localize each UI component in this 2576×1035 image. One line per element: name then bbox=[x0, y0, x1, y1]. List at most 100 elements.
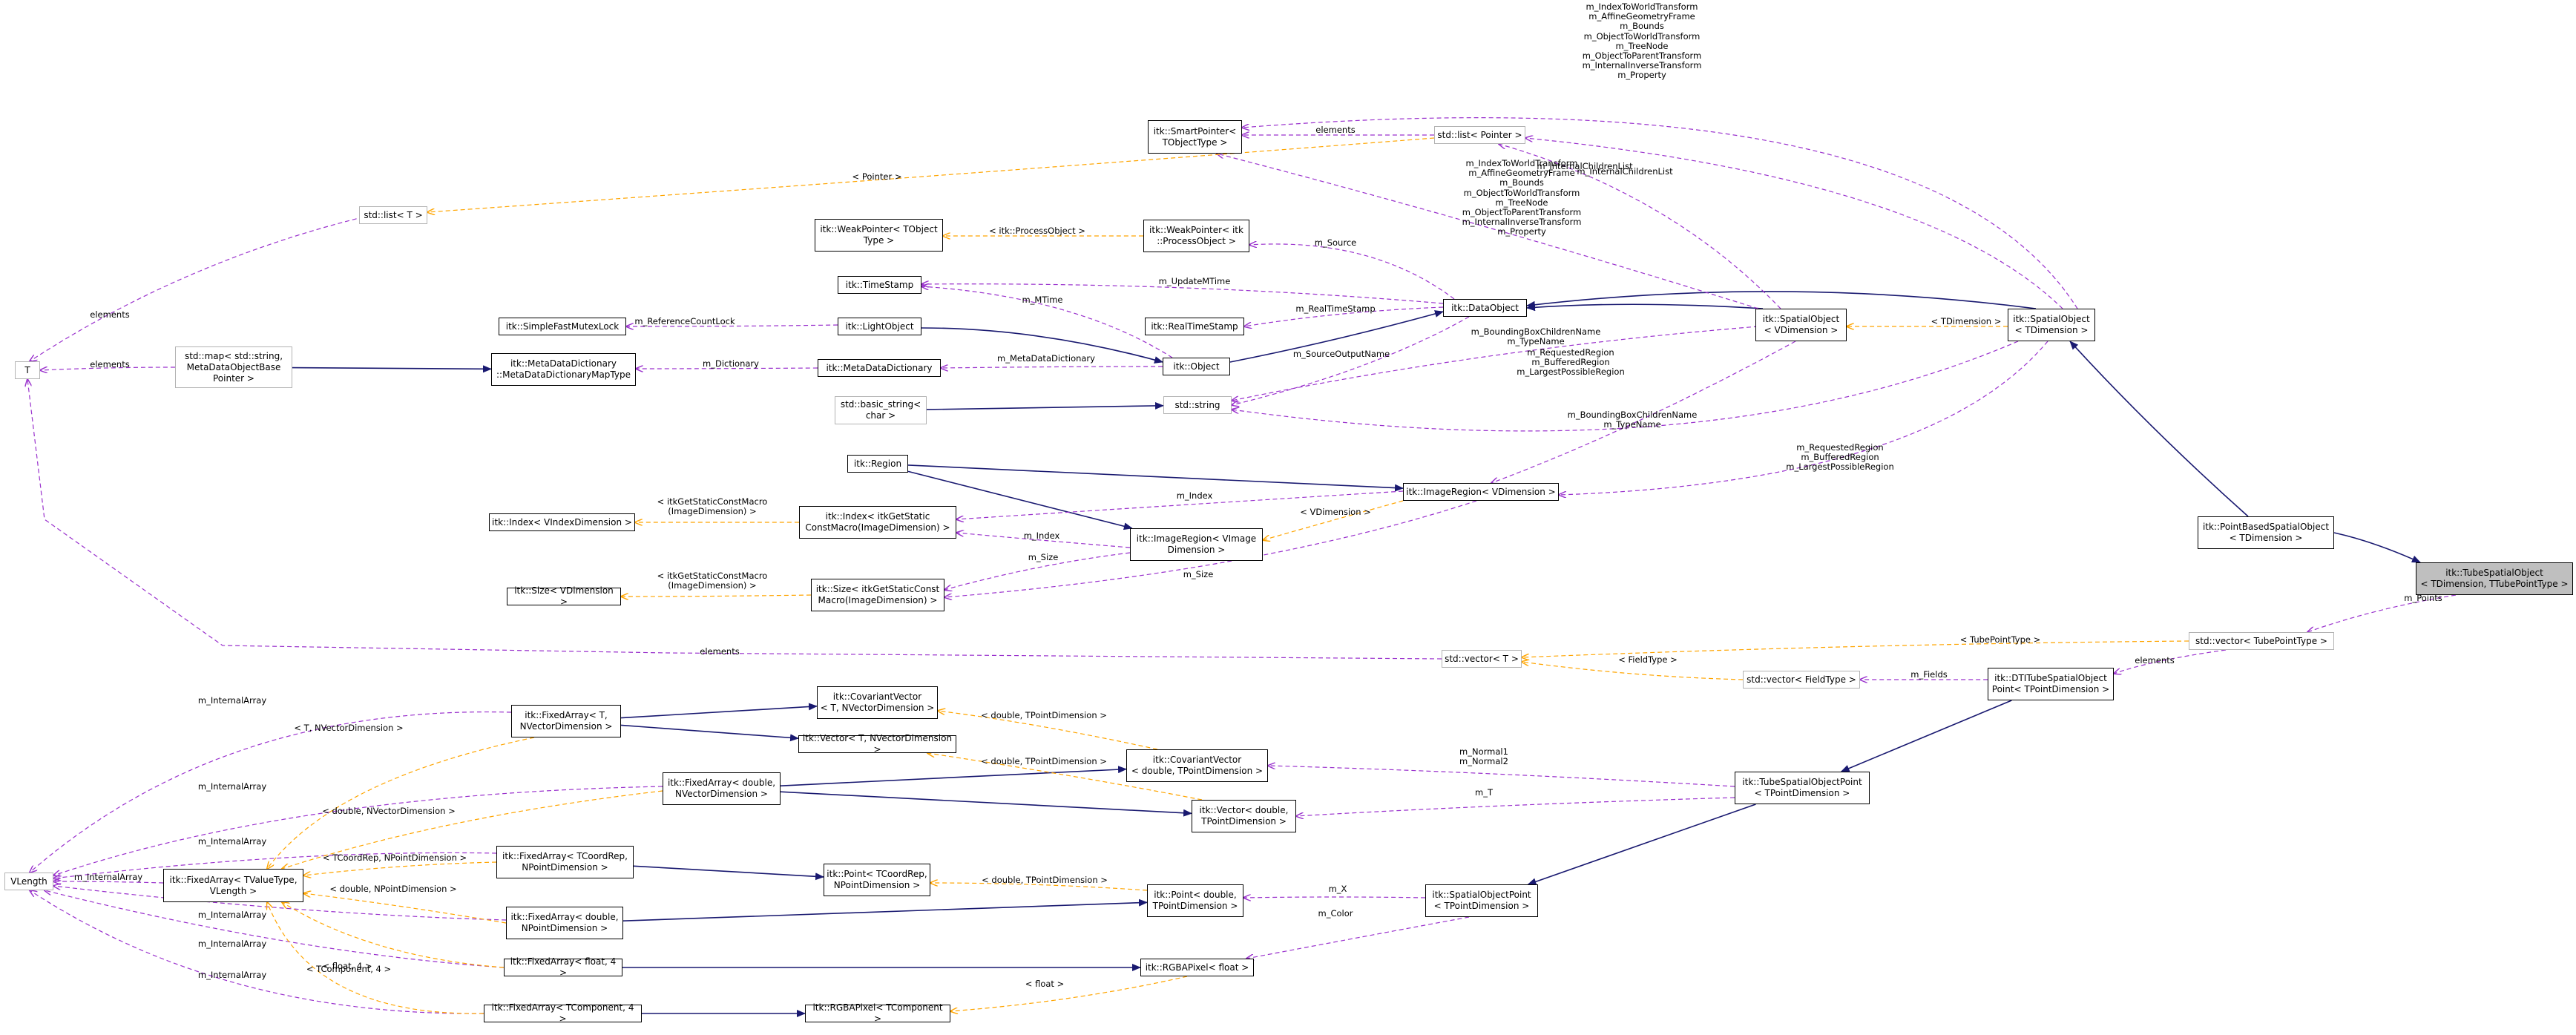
edge-label-t12: < float > bbox=[1025, 979, 1065, 989]
class-node-DataObject[interactable]: itk::DataObject bbox=[1443, 299, 1527, 317]
class-node-stdlistT[interactable]: std::list< T > bbox=[359, 206, 427, 224]
edge-usage-SpatialObjectT-to-stdstring bbox=[1232, 341, 2019, 432]
class-node-Object[interactable]: itk::Object bbox=[1163, 358, 1230, 375]
class-node-stdstring[interactable]: std::string bbox=[1163, 396, 1232, 414]
edge-template-SizeMacro-to-SizeV bbox=[621, 595, 812, 597]
edge-inheritance-FATNV-to-CovVecT bbox=[620, 703, 818, 719]
class-node-stdvectorField[interactable]: std::vector< FieldType > bbox=[1743, 671, 1860, 689]
class-node-PointD[interactable]: itk::Point< double, TPointDimension > bbox=[1147, 884, 1243, 917]
edge-usage-ImageRegionVI-to-IndexMacro bbox=[956, 533, 1131, 548]
class-node-WeakPointerPO[interactable]: itk::WeakPointer< itk ::ProcessObject > bbox=[1143, 220, 1249, 252]
edge-label-u8: elements bbox=[700, 646, 740, 657]
edge-label-u11: m_MTime bbox=[1022, 295, 1063, 305]
class-node-PointCoordRep[interactable]: itk::Point< TCoordRep, NPointDimension > bbox=[824, 864, 930, 896]
edge-label-u26: elements bbox=[2135, 655, 2175, 666]
class-node-basicstring[interactable]: std::basic_string< char > bbox=[835, 396, 927, 424]
edge-label-t7: < TubePointType > bbox=[1959, 634, 2041, 645]
edge-template-VectorD-to-VectorT bbox=[927, 753, 1203, 801]
edge-label-u33: m_InternalArray bbox=[197, 781, 267, 792]
edge-label-u7: elements bbox=[90, 359, 130, 369]
edge-template-CovVecD-to-CovVecT bbox=[938, 711, 1158, 750]
class-node-DTITubePoint[interactable]: itk::DTITubeSpatialObject Point< TPointD… bbox=[1988, 668, 2114, 700]
class-node-RGBATComp[interactable]: itk::RGBAPixel< TComponent > bbox=[805, 1002, 950, 1024]
edge-label-u17: m_BoundingBoxChildrenName m_TypeName bbox=[1471, 326, 1601, 347]
class-node-RealTimeStamp[interactable]: itk::RealTimeStamp bbox=[1145, 318, 1244, 335]
edge-label-u4: m_InternalChildrenList bbox=[1537, 161, 1633, 171]
class-node-stdvectorT[interactable]: std::vector< T > bbox=[1442, 650, 1522, 668]
class-node-SpatialObjectV[interactable]: itk::SpatialObject < VDimension > bbox=[1755, 309, 1847, 341]
class-node-FAValueType[interactable]: itk::FixedArray< TValueType, VLength > bbox=[163, 869, 303, 902]
class-node-stdmap[interactable]: std::map< std::string, MetaDataObjectBas… bbox=[175, 346, 292, 388]
class-node-RGBAfloat[interactable]: itk::RGBAPixel< float > bbox=[1140, 959, 1254, 976]
class-node-stdlistPointer[interactable]: std::list< Pointer > bbox=[1434, 126, 1525, 144]
class-node-WeakPointerT[interactable]: itk::WeakPointer< TObject Type > bbox=[815, 219, 943, 252]
class-node-VectorT[interactable]: itk::Vector< T, NVectorDimension > bbox=[798, 733, 956, 755]
class-node-MDD[interactable]: itk::MetaDataDictionary bbox=[818, 359, 941, 377]
edge-inheritance-FAdoubleNV-to-VectorD bbox=[780, 791, 1192, 817]
edge-inheritance-PointBasedSO-to-TubeSO bbox=[2333, 532, 2421, 563]
class-node-SmartPointer[interactable]: itk::SmartPointer< TObjectType > bbox=[1148, 120, 1242, 154]
class-node-IndexV[interactable]: itk::Index< VIndexDimension > bbox=[489, 513, 635, 531]
class-node-MDDMap[interactable]: itk::MetaDataDictionary ::MetaDataDictio… bbox=[491, 353, 636, 386]
class-node-PointBasedSO[interactable]: itk::PointBasedSpatialObject < TDimensio… bbox=[2198, 516, 2334, 549]
edge-usage-TubeSO-to-stdvectorTube bbox=[2307, 594, 2457, 632]
edge-label-u14: m_Dictionary bbox=[703, 358, 759, 369]
edge-inheritance-DataObject-to-SpatialObjectT bbox=[1526, 291, 2037, 309]
class-node-SimpleFastMutexLock[interactable]: itk::SimpleFastMutexLock bbox=[499, 318, 626, 335]
edge-inheritance-LightObject-to-Object bbox=[921, 327, 1163, 364]
edge-template-FATNV-to-FAValueType bbox=[267, 737, 535, 869]
edge-label-u18: m_BoundingBoxChildrenName m_TypeName bbox=[1567, 410, 1698, 430]
class-node-CovVecD[interactable]: itk::CovariantVector < double, TPointDim… bbox=[1126, 749, 1268, 782]
class-node-SOPoint[interactable]: itk::SpatialObjectPoint < TPointDimensio… bbox=[1425, 884, 1538, 917]
edge-label-u38: m_InternalArray bbox=[197, 970, 267, 980]
edge-usage-SpatialObjectV-to-stdstring bbox=[1232, 326, 1759, 401]
edge-template-PointD-to-PointCoordRep bbox=[930, 883, 1148, 891]
class-node-Region[interactable]: itk::Region bbox=[847, 455, 908, 473]
edge-label-u24: m_Size bbox=[1183, 569, 1214, 579]
edge-label-u22: m_Index bbox=[1023, 530, 1060, 541]
edge-usage-SOPoint-to-PointD bbox=[1243, 897, 1426, 898]
edge-template-stdlistPointer-to-stdlistT bbox=[427, 137, 1435, 212]
class-node-VectorD[interactable]: itk::Vector< double, TPointDimension > bbox=[1192, 800, 1296, 832]
edge-usage-LightObject-to-SimpleFastMutexLock bbox=[626, 325, 838, 326]
class-node-FAdoubleNV[interactable]: itk::FixedArray< double, NVectorDimensio… bbox=[663, 772, 781, 805]
edge-label-t8: < FieldType > bbox=[1618, 654, 1678, 665]
edge-inheritance-Region-to-ImageRegionVI bbox=[907, 470, 1133, 530]
class-node-ImageRegionVI[interactable]: itk::ImageRegion< VImage Dimension > bbox=[1130, 528, 1263, 561]
edge-inheritance-SpatialObjectT-to-PointBasedSO bbox=[2069, 341, 2249, 517]
class-node-SizeMacro[interactable]: itk::Size< itkGetStaticConst Macro(Image… bbox=[811, 579, 944, 611]
class-node-SizeV[interactable]: itk::Size< VDimension > bbox=[507, 585, 621, 607]
edge-label-u34: m_InternalArray bbox=[197, 836, 267, 847]
class-node-SpatialObjectT[interactable]: itk::SpatialObject < TDimension > bbox=[2008, 309, 2095, 341]
edge-label-u9: m_Source bbox=[1314, 237, 1357, 248]
edge-inheritance-FATNV-to-VectorT bbox=[620, 724, 799, 742]
edge-usage-DataObject-to-TimeStamp bbox=[921, 284, 1444, 304]
edge-label-u36: m_InternalArray bbox=[197, 910, 267, 920]
edge-usage-TubePoint-to-VectorD bbox=[1296, 797, 1735, 816]
edge-label-u27: m_Fields bbox=[1910, 669, 1948, 680]
class-node-TubePoint[interactable]: itk::TubeSpatialObjectPoint < TPointDime… bbox=[1735, 772, 1870, 804]
edge-usage-TubePoint-to-CovVecD bbox=[1268, 766, 1735, 787]
edge-label-u5: m_InternalChildrenList bbox=[1577, 166, 1673, 177]
class-node-T[interactable]: T bbox=[15, 361, 40, 379]
class-node-FACoordRep[interactable]: itk::FixedArray< TCoordRep, NPointDimens… bbox=[496, 846, 634, 878]
edge-usage-FAValueType-to-VLength bbox=[53, 881, 164, 883]
edge-label-u32: m_InternalArray bbox=[197, 695, 267, 706]
edge-label-u19: m_RequestedRegion m_BufferedRegion m_Lar… bbox=[1517, 347, 1625, 378]
class-node-CovVecT[interactable]: itk::CovariantVector < T, NVectorDimensi… bbox=[817, 686, 938, 719]
class-node-IndexMacro[interactable]: itk::Index< itkGetStatic ConstMacro(Imag… bbox=[799, 506, 956, 539]
class-node-FAfloat4[interactable]: itk::FixedArray< float, 4 > bbox=[504, 956, 622, 978]
class-node-LightObject[interactable]: itk::LightObject bbox=[838, 318, 921, 335]
edge-label-u12: m_RealTimeStamp bbox=[1295, 303, 1376, 314]
class-node-TimeStamp[interactable]: itk::TimeStamp bbox=[838, 276, 921, 294]
edge-usage-SOPoint-to-RGBAfloat bbox=[1246, 916, 1470, 959]
class-node-VLength[interactable]: VLength bbox=[4, 873, 53, 890]
class-node-FATComp4[interactable]: itk::FixedArray< TComponent, 4 > bbox=[484, 1002, 642, 1024]
class-node-FATNV[interactable]: itk::FixedArray< T, NVectorDimension > bbox=[511, 705, 621, 737]
edge-usage-ImageRegionV-to-IndexMacro bbox=[956, 490, 1404, 519]
class-node-ImageRegionV[interactable]: itk::ImageRegion< VDimension > bbox=[1403, 483, 1559, 501]
class-node-FAdoubleNP[interactable]: itk::FixedArray< double, NPointDimension… bbox=[506, 907, 623, 939]
edge-usage-stdvectorTube-to-DTITubePoint bbox=[2114, 649, 2227, 674]
class-node-stdvectorTube[interactable]: std::vector< TubePointType > bbox=[2189, 632, 2334, 650]
